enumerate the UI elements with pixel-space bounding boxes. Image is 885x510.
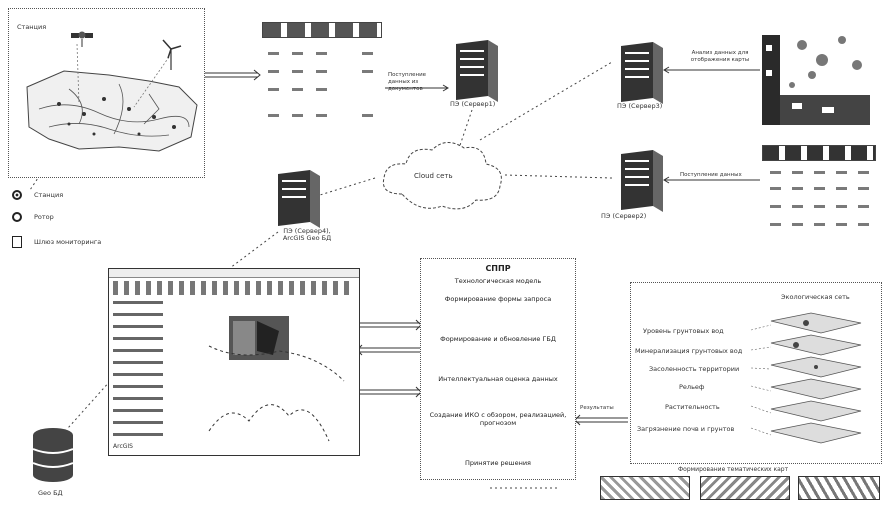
terrain-map-illustration	[26, 43, 198, 152]
arcgis-toolbar	[113, 281, 355, 295]
legend-item-station: Станция	[12, 190, 162, 204]
server-icon	[621, 150, 663, 212]
turbine-marker-icon	[12, 212, 22, 222]
server-icon	[621, 42, 663, 104]
transfer-mid-label: Поступление данных	[680, 172, 742, 178]
data-table-top	[262, 22, 384, 122]
analysis-row-1: Уровень грунтовых вод	[643, 327, 724, 335]
monitoring-point-icon	[12, 236, 22, 248]
sppr-step-5: Принятие решения	[465, 459, 531, 467]
wind-turbine-icon	[159, 37, 183, 75]
server-icon	[456, 40, 498, 102]
database-icon	[32, 428, 74, 482]
satellite-icon	[69, 23, 95, 53]
transfer-right-label: Анализ данных для отображения карты	[690, 50, 750, 63]
analysis-link-label: Результаты	[580, 405, 614, 411]
thematic-map-1	[600, 476, 690, 500]
analysis-panel: Экологическая сеть Уровень грунтовых вод…	[630, 282, 882, 464]
geo-database: Geo БД	[28, 425, 78, 505]
analysis-row-6: Загрязнение почв и грунтов	[637, 425, 735, 433]
sppr-subtitle: Технологическая модель	[454, 277, 542, 285]
analysis-row-4: Рельеф	[679, 383, 705, 391]
cloud-icon	[382, 142, 502, 210]
terrain-map-panel: Станция	[8, 8, 205, 178]
table-header-strip	[762, 145, 876, 161]
server-gis: ПЭ (Сервер4), ArcGIS Geo БД	[272, 170, 342, 250]
server-icon	[278, 170, 320, 228]
arcgis-titlebar	[109, 269, 359, 278]
analysis-row-3: Засоленность территории	[649, 365, 740, 373]
arcgis-map-view	[169, 301, 355, 451]
station-marker-icon	[12, 190, 22, 200]
layer-stack-illustration	[750, 312, 862, 444]
sppr-panel: СППР Технологическая модель Формирование…	[420, 258, 576, 480]
thematic-maps-caption: Формирование тематических карт	[678, 466, 789, 473]
sppr-step-1: Формирование формы запроса	[444, 295, 552, 303]
sppr-step-3: Интеллектуальная оценка данных	[438, 375, 558, 383]
table-header-strip	[262, 22, 382, 38]
analysis-title: Экологическая сеть	[781, 293, 850, 301]
arcgis-label: ArcGIS	[113, 443, 133, 450]
legend-item-turbine: Ротор	[12, 212, 162, 226]
cloud-network: Cloud сеть	[372, 132, 512, 222]
sppr-step-4: Создание ИКО с обзором, реализацией, про…	[429, 411, 567, 427]
legend-item-monitoring: Шлюз мониторинга	[12, 234, 162, 252]
station-label: Станция	[17, 23, 47, 31]
server-1: ПЭ (Сервер1)	[450, 40, 510, 110]
thematic-map-3	[798, 476, 880, 500]
transfer-top-label: Поступление данных из документов	[388, 72, 427, 92]
arcgis-window: ArcGIS	[108, 268, 360, 456]
arcgis-toc-panel	[113, 301, 163, 441]
sppr-title: СППР	[485, 264, 511, 273]
server-top-right: ПЭ (Сервер3)	[615, 42, 675, 112]
thematic-map-2	[700, 476, 790, 500]
satellite-image-panel	[762, 15, 872, 125]
server-2: ПЭ (Сервер2)	[601, 150, 675, 225]
analysis-row-5: Растительность	[665, 403, 720, 411]
sppr-step-2: Формирование и обновление ГБД	[440, 335, 556, 343]
analysis-row-2: Минерализация грунтовых вод	[635, 347, 743, 355]
data-table-right	[762, 145, 877, 235]
